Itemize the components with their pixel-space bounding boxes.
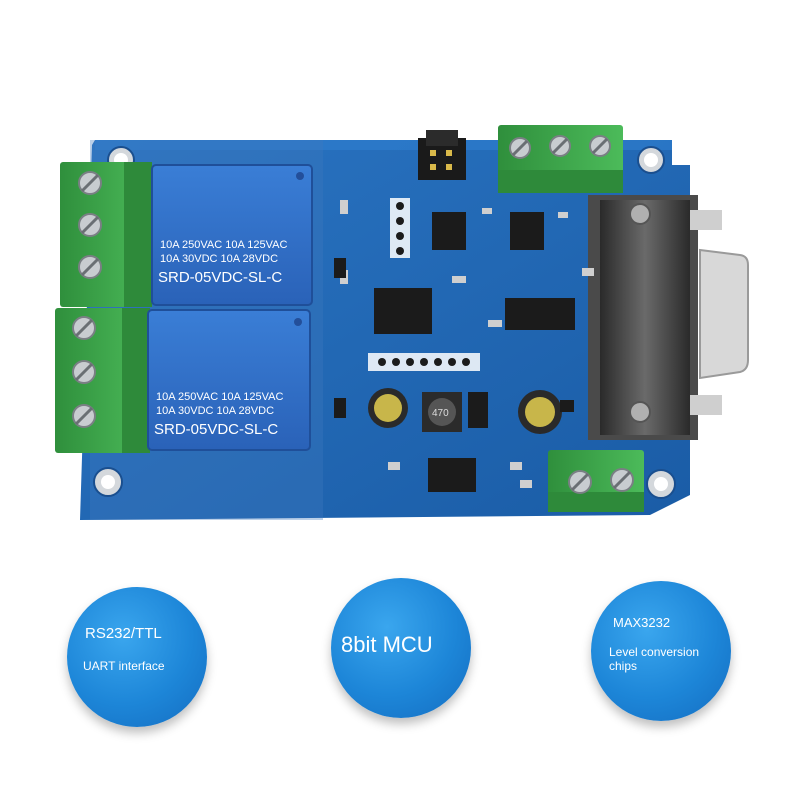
uart-header: [390, 198, 410, 258]
relay-top-rating-1: 10A 250VAC 10A 125VAC: [160, 239, 287, 251]
feature-level-shifter-title: MAX3232: [613, 615, 671, 630]
relay-bottom-rating-2: 10A 30VDC 10A 28VDC: [156, 405, 274, 417]
relay-top-model: SRD-05VDC-SL-C: [158, 269, 282, 286]
relay-top-rating-2: 10A 30VDC 10A 28VDC: [160, 253, 278, 265]
terminal-block-top-right: [498, 125, 623, 193]
mounting-holes: [93, 146, 676, 499]
feature-mcu-title: 8bit MCU: [341, 632, 433, 657]
feature-uart-title: RS232/TTL: [85, 625, 162, 642]
terminal-block-bottom-right: [548, 450, 644, 512]
relay-top: 10A 250VAC 10A 125VAC 10A 30VDC 10A 28VD…: [151, 164, 313, 306]
feature-level-shifter: MAX3232 Level conversion chips: [591, 581, 731, 721]
feature-uart-subtitle: UART interface: [83, 659, 165, 673]
inductor: 470: [422, 392, 462, 432]
inductor-label: 470: [432, 408, 449, 419]
capacitors: [368, 388, 562, 434]
terminal-block-bottom-left: [55, 308, 150, 453]
jumper-header: [418, 130, 466, 180]
terminal-block-top-left: [60, 162, 152, 307]
relay-board-photo: 10A 250VAC 10A 125VAC 10A 30VDC 10A 28VD…: [55, 125, 749, 520]
smd-components: [334, 200, 594, 488]
feature-mcu: 8bit MCU: [331, 578, 471, 718]
programming-header: [368, 353, 480, 371]
relay-bottom-rating-1: 10A 250VAC 10A 125VAC: [156, 391, 283, 403]
relay-bottom: 10A 250VAC 10A 125VAC 10A 30VDC 10A 28VD…: [147, 309, 311, 451]
ic-chips: [374, 212, 575, 492]
db9-connector: [588, 195, 749, 440]
feature-uart: RS232/TTL UART interface: [67, 587, 207, 727]
feature-level-shifter-subtitle: Level conversion chips: [609, 645, 700, 673]
relay-bottom-model: SRD-05VDC-SL-C: [154, 421, 278, 438]
